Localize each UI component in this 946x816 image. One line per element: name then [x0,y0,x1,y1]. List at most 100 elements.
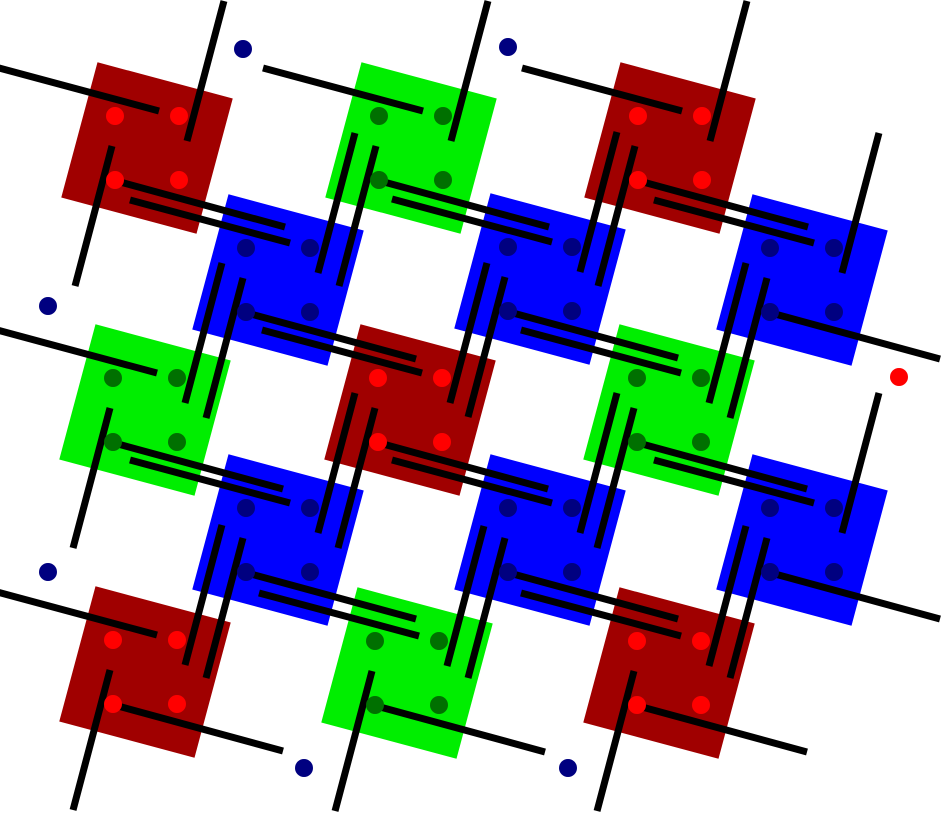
green-dot [692,369,710,387]
connector-line [774,310,941,363]
connector-line [726,277,771,419]
connector-line [250,310,417,363]
connector-line [593,670,638,812]
connector-line [443,525,488,667]
red-tile [324,324,496,496]
blue-dot [563,238,581,256]
connector-line [838,392,883,534]
green-dot [370,107,388,125]
connector-line [512,309,679,362]
connector-line [464,276,509,418]
connector-line [261,326,423,377]
connector-line [653,456,815,507]
red-dot [433,369,451,387]
connector-line [202,537,247,679]
connector-line [653,196,815,247]
red-tile [61,62,233,234]
connector-line [641,703,808,756]
connector-line [331,670,376,812]
loose-navy-dot [39,297,57,315]
blue-dot [499,238,517,256]
dot-layer [39,38,908,777]
green-dot [366,696,384,714]
connector-line [705,525,750,667]
green-tile [325,62,497,234]
blue-dot [301,499,319,517]
blue-dot [301,239,319,257]
red-dot [628,696,646,714]
green-tile [583,324,755,496]
blue-tile [716,454,888,626]
blue-square [716,454,888,626]
green-dot [168,369,186,387]
red-dot [692,632,710,650]
connector-line [69,669,114,811]
connector-line [594,145,639,287]
green-square [59,324,231,496]
blue-dot [237,239,255,257]
blue-square [454,193,626,365]
connector-line [0,589,158,639]
connector-line [314,392,359,534]
connector-line [726,537,771,679]
blue-dot [301,303,319,321]
connector-line [383,178,550,231]
blue-tile [454,193,626,365]
red-dot [104,695,122,713]
blue-dot [761,563,779,581]
red-square [584,62,756,234]
connector-line [0,64,160,115]
connector-line [520,589,682,640]
blue-dot [499,499,517,517]
green-square [325,62,497,234]
blue-dot [237,563,255,581]
red-dot [106,171,124,189]
connector-line [446,262,491,404]
connector-line [314,132,359,274]
connector-line [181,524,226,666]
connector-line [335,145,380,287]
blue-dot [563,302,581,320]
red-dot [369,433,387,451]
loose-navy-dot [499,38,517,56]
connector-line [464,537,509,679]
connector-line [119,178,286,231]
red-dot [629,107,647,125]
green-dot [104,433,122,451]
blue-tile [454,454,626,626]
connector-line [838,132,883,274]
red-dot [170,107,188,125]
red-dot [628,632,646,650]
blue-dot [761,303,779,321]
red-dot [369,369,387,387]
loose-navy-dot [234,40,252,58]
green-square [321,587,493,759]
blue-dot [237,303,255,321]
blue-square [716,194,888,366]
connector-line [391,195,553,246]
red-dot [693,171,711,189]
red-dot [168,695,186,713]
red-tile [584,62,756,234]
connector-line [181,262,226,404]
connector-line [705,262,750,404]
blue-dot [563,563,581,581]
loose-navy-dot [295,759,313,777]
green-dot [370,171,388,189]
green-dot [692,433,710,451]
blue-dot [825,303,843,321]
blue-tile [192,194,364,366]
connector-line [706,0,751,142]
connector-line [129,456,291,507]
blue-dot [761,499,779,517]
red-dot [104,631,122,649]
blue-dot [825,563,843,581]
blue-square [454,454,626,626]
loose-navy-dot [39,563,57,581]
connector-line [258,589,420,640]
red-square [59,586,231,758]
connector-line [391,456,553,507]
connector-line [69,407,114,549]
red-dot [692,696,710,714]
red-dot [106,107,124,125]
